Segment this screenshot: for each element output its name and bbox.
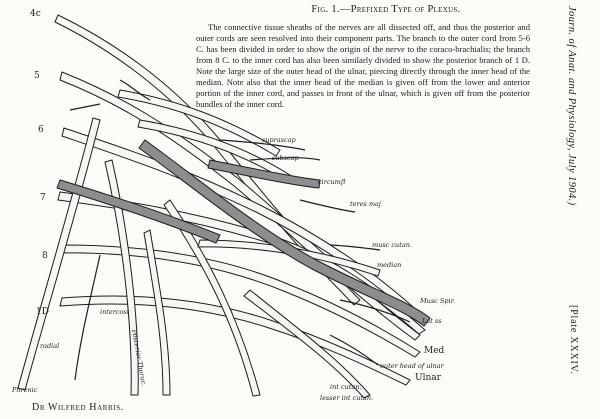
label-circumfl: circumfl [318,178,346,186]
figure-caption: The connective tissue sheaths of the ner… [196,22,530,109]
figure-title: Fig. 1.—Prefixed Type of Plexus. [311,4,461,15]
label-teres-maj: teres maj [350,200,381,208]
root-c7: 7 [40,193,46,203]
label-musc-cutan: musc cutan. [372,241,412,249]
label-int-cutan: int cutan. [330,383,362,391]
label-suprascap: suprascap [262,136,297,144]
plate-number: [Plate XXXIV. [568,305,579,375]
root-c6: 6 [38,125,44,135]
root-c8: 8 [42,251,48,261]
shaded-nerves [56,139,431,327]
label-musc-spir: Musc Spir. [419,297,455,305]
journal-reference: Journ. of Anat. and Physiology, July 190… [566,6,577,206]
label-outer-head-ulnar: outer head of ulnar [380,362,445,370]
root-c4: 4c [30,9,41,19]
label-median: median [377,261,401,269]
label-radial: radial [40,342,59,350]
root-c5: 5 [34,71,40,81]
thin-branches [69,79,411,381]
label-ulnar: Ulnar [415,373,442,383]
label-intercost: intercost [100,308,130,316]
author-name: Dr Wilfred Harris. [32,402,124,413]
label-lesser-int-cutan: lesser int cutan. [320,394,373,402]
root-d1: 1D [36,307,49,317]
label-phrenic: Phrenic [11,386,38,394]
label-lat-ss: Lat ss [421,317,442,325]
label-subscap: subscap [272,154,300,162]
label-med: Med [424,346,445,356]
